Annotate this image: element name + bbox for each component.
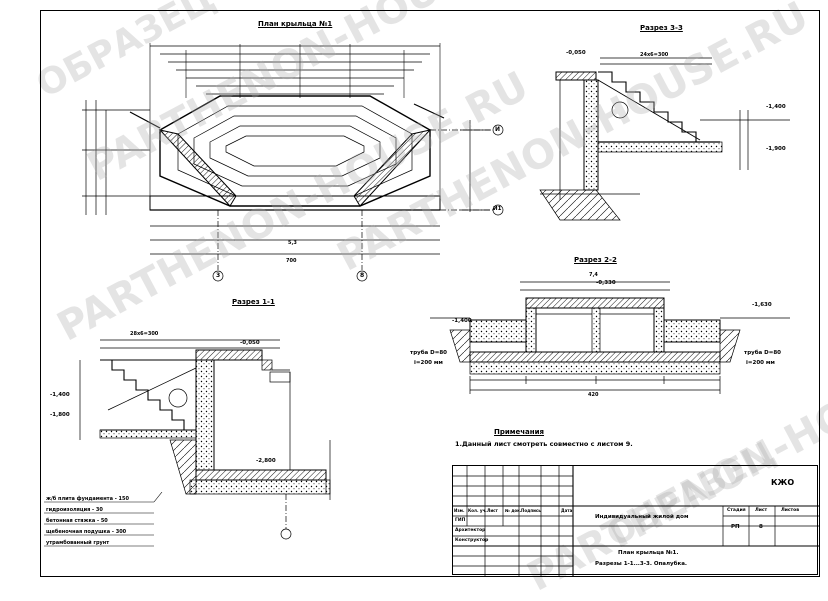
header-col: Подпись	[521, 508, 541, 513]
plan-drawing	[82, 43, 504, 282]
title-block-grid	[453, 466, 819, 576]
slope-label: i=200 мм	[414, 360, 443, 366]
dimension-label: 5,3	[288, 240, 297, 246]
project-name: Индивидуальный жилой дом	[595, 514, 689, 520]
slope-label: i=200 мм	[746, 360, 775, 366]
header-col: Лист	[487, 508, 498, 513]
legend-item: ж/б плита фундамента - 150	[46, 496, 129, 502]
section-2-2-title: Разрез 2-2	[574, 256, 617, 264]
legend-item: щебеночная подушка - 300	[46, 529, 127, 535]
sheet-header: Лист	[755, 508, 768, 513]
dimension-label: 24х6=300	[640, 52, 669, 58]
legend-item: гидроизоляция - 30	[46, 507, 103, 513]
level-mark: -1,630	[752, 302, 772, 308]
level-mark: -0,330	[596, 280, 616, 286]
header-col: Дата	[561, 508, 573, 513]
dimension-label: 420	[588, 392, 599, 398]
role-label: ГИП	[455, 518, 466, 523]
header-col: Кол. уч.	[468, 508, 487, 513]
project-code: КЖО	[771, 478, 795, 487]
stage-header: Стадия	[727, 508, 746, 513]
sheets-header: Листов	[781, 508, 800, 513]
level-mark: -2,800	[256, 458, 276, 464]
level-mark: -1,400	[766, 104, 786, 110]
title-block: КЖО Изм. Кол. уч. Лист № док. Подпись Да…	[452, 465, 819, 576]
drawing-graphics	[79, 43, 790, 540]
axis-label-i1: И1	[493, 206, 502, 212]
axis-label-8: 8	[360, 272, 365, 279]
pipe-label: труба D=80	[744, 350, 782, 356]
legend-item: бетонная стяжка - 50	[46, 518, 108, 524]
dimension-label: 700	[286, 258, 297, 264]
section-3-3-title: Разрез 3-3	[640, 24, 683, 32]
section-3-3-drawing	[539, 57, 790, 221]
sheet-title-line-1: План крыльца №1.	[618, 550, 679, 556]
section-1-1-title: Разрез 1-1	[232, 298, 275, 306]
pipe-label: труба D=80	[410, 350, 448, 356]
stage-value: РП	[731, 524, 740, 530]
drawing-sheet: ОБРАЗЕЦ PARTHENON-HOUSE.RU PARTHENON-HOU…	[30, 0, 828, 601]
axis-label-3: 3	[216, 272, 221, 279]
dimension-label: 7,4	[589, 272, 598, 278]
notes-title: Примечания	[494, 428, 545, 436]
level-mark: -0,050	[240, 340, 260, 346]
level-mark: -0,050	[566, 50, 586, 56]
axis-label-i: И	[495, 126, 501, 133]
sheet-frame	[40, 10, 820, 577]
header-col: Изм.	[454, 508, 465, 513]
level-mark: -1,800	[50, 412, 70, 418]
legend-item: утрамбованный грунт	[46, 540, 110, 546]
role-label: Архитектор	[455, 528, 486, 533]
section-2-2-drawing	[430, 281, 790, 394]
section-1-1-drawing	[79, 339, 331, 540]
level-mark: -1,400	[452, 318, 472, 324]
level-mark: -1,900	[766, 146, 786, 152]
level-mark: -1,400	[50, 392, 70, 398]
legend-leaders	[44, 492, 163, 547]
notes-line-1: 1.Данный лист смотреть совместно с листо…	[455, 440, 633, 448]
role-label: Конструктор	[455, 538, 489, 543]
dimension-label: 28х6=300	[130, 331, 159, 337]
plan-title: План крыльца №1	[258, 20, 333, 28]
sheet-title-line-2: Разрезы 1-1...3-3. Опалубка.	[595, 561, 688, 567]
header-col: № док.	[505, 508, 522, 513]
sheet-number: 8	[759, 524, 763, 530]
